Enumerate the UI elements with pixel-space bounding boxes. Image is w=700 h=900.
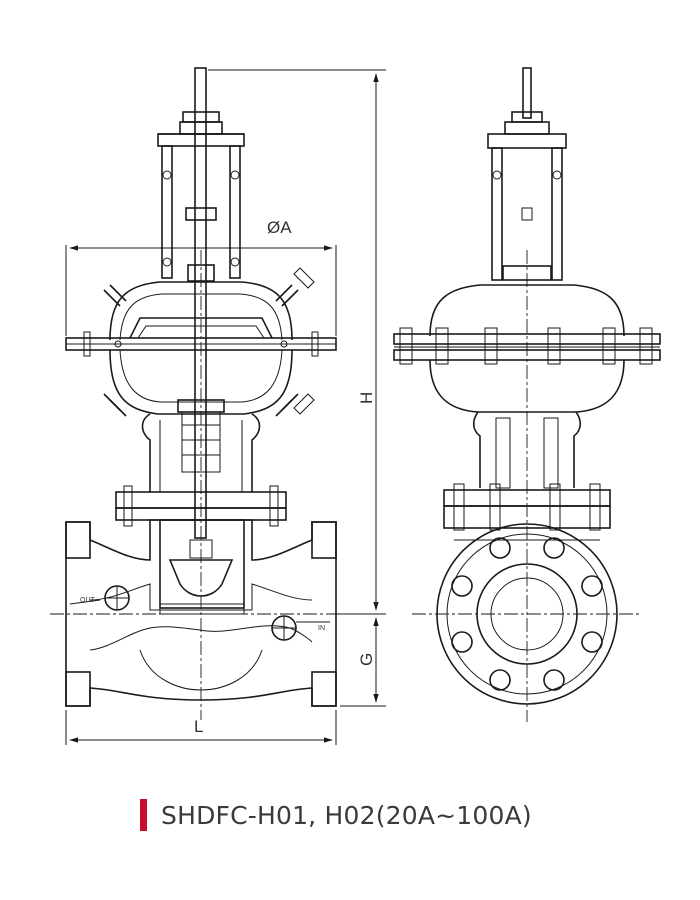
front-view — [50, 67, 375, 720]
centerline-height-label: G — [357, 653, 376, 666]
model-title: SHDFC-H01, H02(20A~100A) — [161, 800, 532, 830]
diameter-label: ØA — [267, 218, 292, 237]
valve-technical-drawing: ØA H G L OUT IN — [50, 67, 661, 745]
length-label: L — [194, 717, 203, 736]
model-caption: SHDFC-H01, H02(20A~100A) — [140, 795, 532, 835]
dimension-lines — [65, 69, 386, 745]
caption-accent-bar — [140, 799, 147, 831]
height-label: H — [357, 392, 376, 404]
inlet-label: IN — [318, 625, 325, 632]
side-view — [393, 67, 661, 722]
outlet-label: OUT — [80, 597, 96, 604]
